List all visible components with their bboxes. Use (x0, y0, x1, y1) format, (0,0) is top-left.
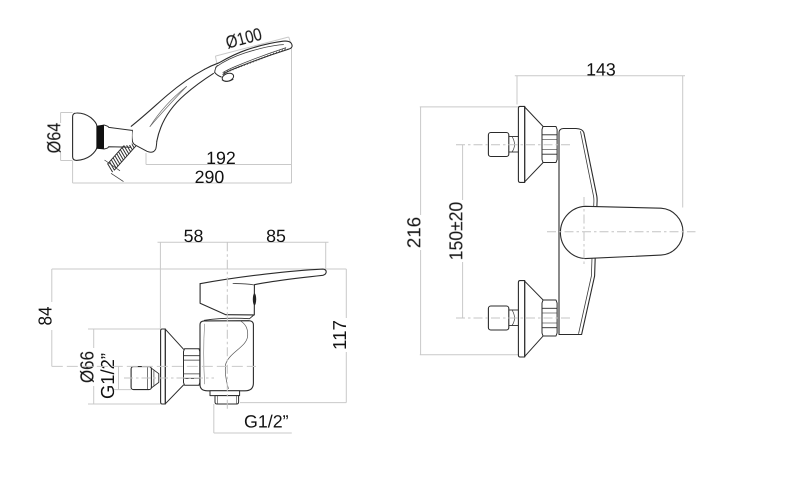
svg-text:150±20: 150±20 (445, 202, 466, 261)
svg-text:117: 117 (329, 320, 350, 350)
svg-text:85: 85 (266, 226, 286, 246)
svg-text:58: 58 (184, 226, 204, 246)
svg-text:Ø66: Ø66 (76, 351, 97, 383)
svg-text:G1/2”: G1/2” (244, 411, 289, 431)
svg-text:Ø64: Ø64 (43, 123, 64, 154)
svg-text:84: 84 (35, 307, 56, 326)
svg-text:290: 290 (195, 167, 225, 187)
svg-text:216: 216 (403, 217, 424, 248)
svg-text:G1/2”: G1/2” (97, 353, 118, 399)
svg-text:192: 192 (206, 148, 236, 168)
svg-text:143: 143 (586, 60, 616, 80)
